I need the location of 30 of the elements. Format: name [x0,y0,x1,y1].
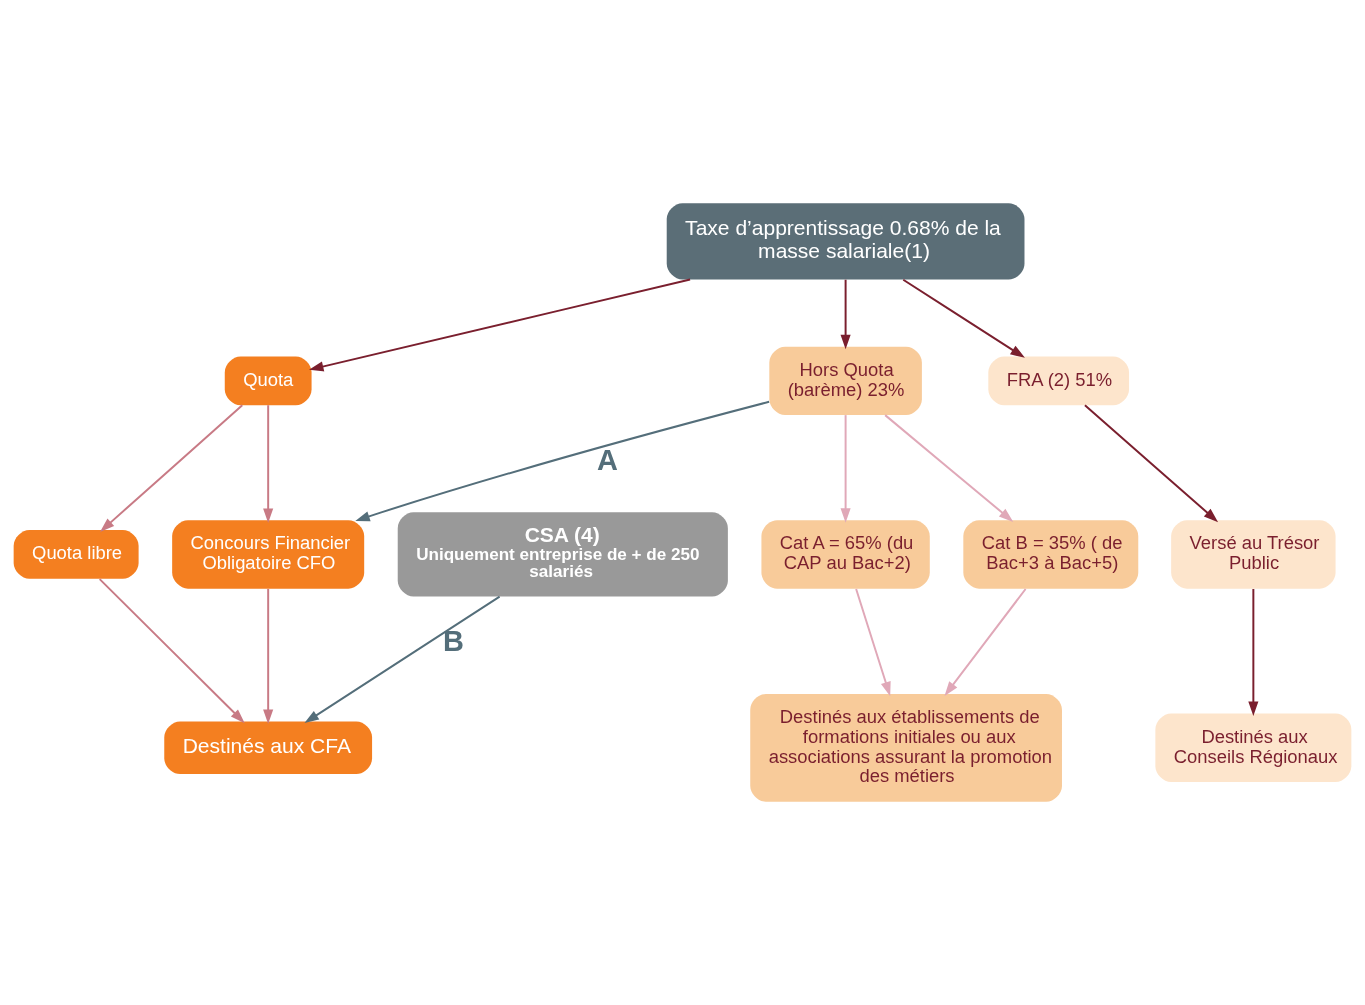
arrow [98,578,245,724]
node-box: Versé au Trésor Public [1171,520,1336,589]
node-box: Quota [224,356,312,406]
node-box: Destinés aux établissements de formations initiales ou aux associations assurant la promotion des métiers [750,693,1062,802]
node-box: CSA (4) Uniquement entreprise de + de 250 salariés [397,512,728,597]
node-box: FRA (2) 51% [988,356,1130,406]
arrow [944,588,1027,696]
edge-label: A [597,443,618,476]
node-box: Cat B = 35% ( de Bac+3 à Bac+5) [963,520,1139,589]
node-box: Hors Quota (barème) 23% [769,346,922,416]
node-box: Cat A = 65% (du CAP au Bac+2) [761,520,930,589]
arrow [1083,404,1219,523]
arrow [855,588,891,697]
node-box: Quota libre [13,530,139,579]
node-box: Concours Financier Obligatoire CFO [172,520,365,589]
arrow [263,404,274,523]
arrow [304,595,501,724]
arrow [840,278,851,350]
arrow [100,404,244,532]
arrow [309,278,692,372]
arrow [355,400,771,522]
edge-label: B [443,625,464,658]
node-box: Taxe d’apprentissage 0.68% de la masse salariale(1) [666,203,1025,280]
arrow [840,414,851,523]
arrow [884,414,1014,522]
arrow [902,278,1025,358]
node-box: Destinés aux CFA [164,721,373,775]
arrow [1248,588,1259,716]
arrow [263,588,274,724]
node-box: Destinés aux Conseils Régionaux [1155,713,1352,782]
